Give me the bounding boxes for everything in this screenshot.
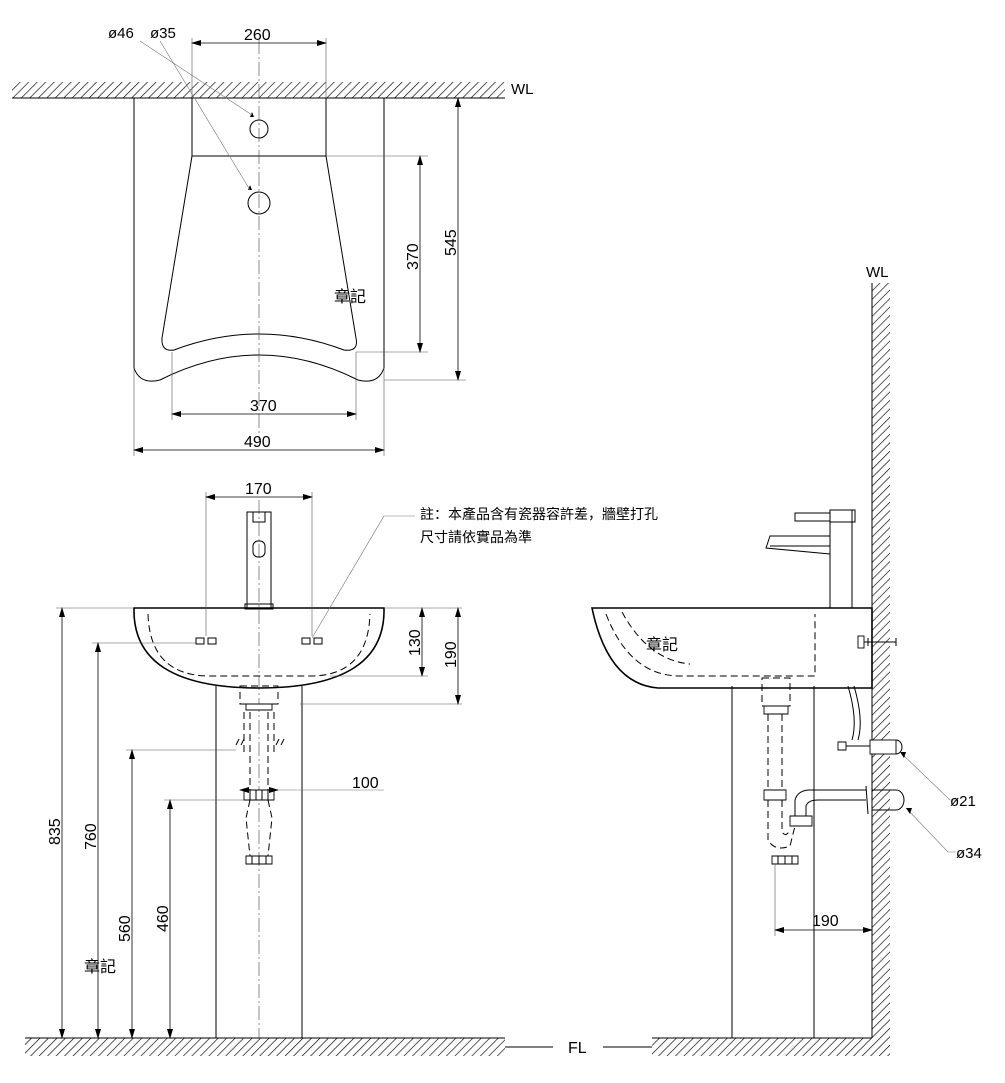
side-faucet-body [829,509,853,609]
dim-545-vertical: 545 [443,229,460,256]
dim-130: 130 [407,629,424,656]
dim-190-vertical: 190 [443,641,460,668]
dim-170: 170 [245,481,272,498]
dim-760: 760 [83,823,100,850]
front-basin-outline [133,607,385,689]
dim-190-horizontal: 190 [812,913,839,930]
plan-view: WL ø46 ø35 260 370 [12,25,534,456]
mark-front: 章記 [84,958,116,976]
dim-370-horizontal: 370 [250,398,277,415]
front-view: FL 170 [25,481,658,1057]
dim-100: 100 [352,775,379,792]
dia-34-label: ø34 [956,845,982,862]
top-wall-hatch [12,82,505,98]
floor-hatch-right [652,1038,890,1056]
side-view: WL 章記 [591,264,982,1056]
note-line-1: 註：本產品含有瓷器容許差，牆壁打孔 [420,506,658,522]
wall-label-side: WL [866,264,889,281]
mark-side: 章記 [646,636,678,654]
mark-plan: 章記 [334,288,366,306]
note-line-2: 尺寸請依實品為準 [420,529,532,545]
wall-label-top: WL [511,81,534,98]
dim-560: 560 [117,915,134,942]
tap-hole-large [247,191,271,215]
tap-hole-small [249,119,269,139]
dim-260: 260 [244,27,271,44]
dia-35-label: ø35 [150,25,176,42]
dia-46-label: ø46 [108,25,134,42]
floor-label: FL [568,1040,587,1057]
dim-460: 460 [155,905,172,932]
dim-835: 835 [47,818,64,845]
floor-hatch-left [25,1038,505,1056]
dim-490: 490 [244,434,271,451]
side-wall-hatch [872,283,890,1056]
side-basin-outline [591,607,873,689]
dia-21-label: ø21 [950,793,976,810]
dim-370-vertical: 370 [405,243,422,270]
